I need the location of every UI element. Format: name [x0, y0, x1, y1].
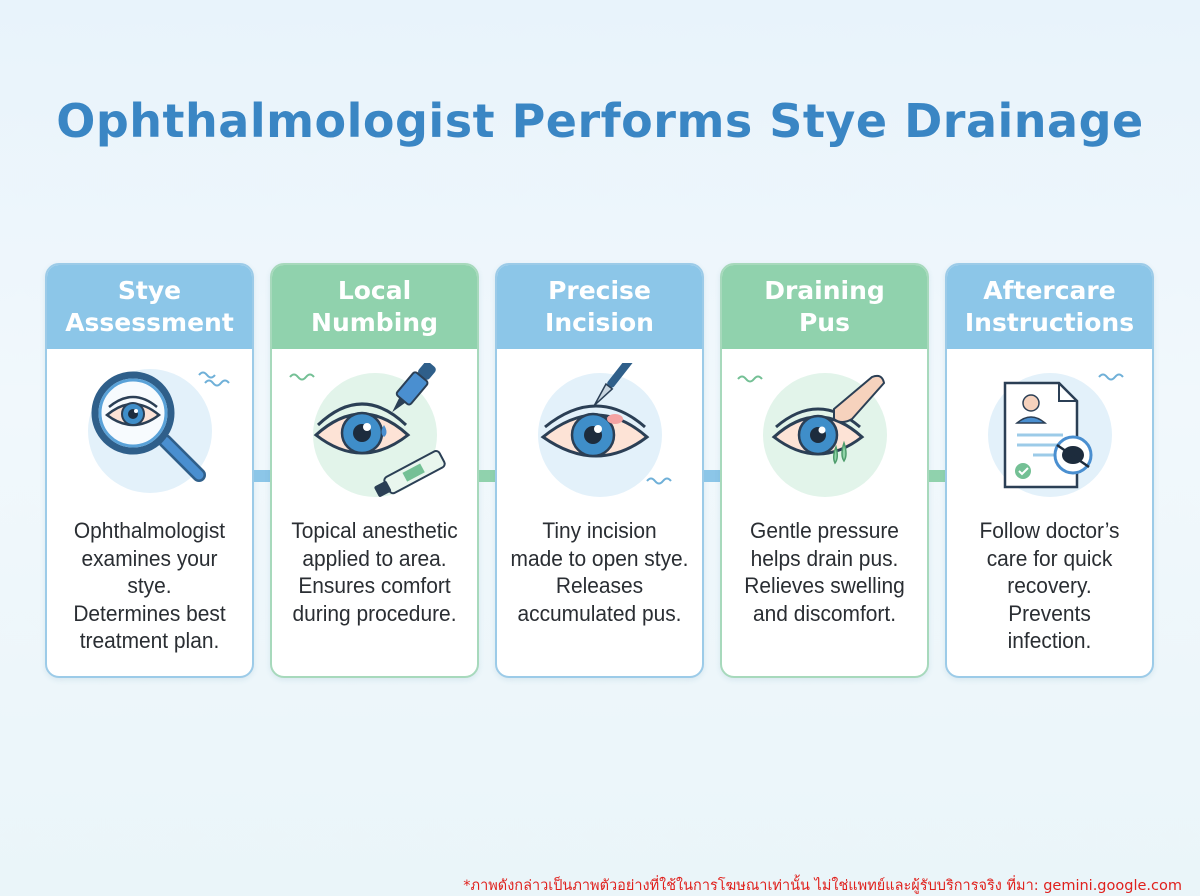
step-card-aftercare-instructions: Aftercare Instructions Follow doctor’s c… [945, 263, 1154, 678]
eye-dropper-ointment-icon [272, 363, 477, 503]
step-description: Topical anesthetic applied to area. Ensu… [291, 518, 458, 626]
step-description: Gentle pressure helps drain pus. Relieve… [744, 518, 905, 626]
page-title: Ophthalmologist Performs Stye Drainage [56, 94, 1144, 148]
eye-finger-drain-icon [722, 363, 927, 503]
magnifier-eye-icon [47, 363, 252, 503]
step-heading: Draining Pus [722, 265, 927, 349]
step-description: Follow doctor’s care for quick recovery.… [979, 518, 1120, 653]
step-heading: Aftercare Instructions [947, 265, 1152, 349]
step-card-stye-assessment: Stye Assessment Ophthalmologist examines… [45, 263, 254, 678]
disclaimer-footnote: *ภาพดังกล่าวเป็นภาพตัวอย่างที่ใช้ในการโฆ… [463, 878, 1182, 894]
care-document-eyepatch-icon [947, 363, 1152, 503]
step-card-draining-pus: Draining Pus Gentle pressure helps drain… [720, 263, 929, 678]
step-heading: Stye Assessment [47, 265, 252, 349]
step-description: Ophthalmologist examines your stye. Dete… [73, 518, 226, 653]
step-card-precise-incision: Precise Incision Tiny incision made to o… [495, 263, 704, 678]
step-description: Tiny incision made to open stye. Release… [510, 518, 689, 626]
step-heading: Local Numbing [272, 265, 477, 349]
step-heading: Precise Incision [497, 265, 702, 349]
step-card-local-numbing: Local Numbing Topical anesthetic applied… [270, 263, 479, 678]
eye-scalpel-icon [497, 363, 702, 503]
